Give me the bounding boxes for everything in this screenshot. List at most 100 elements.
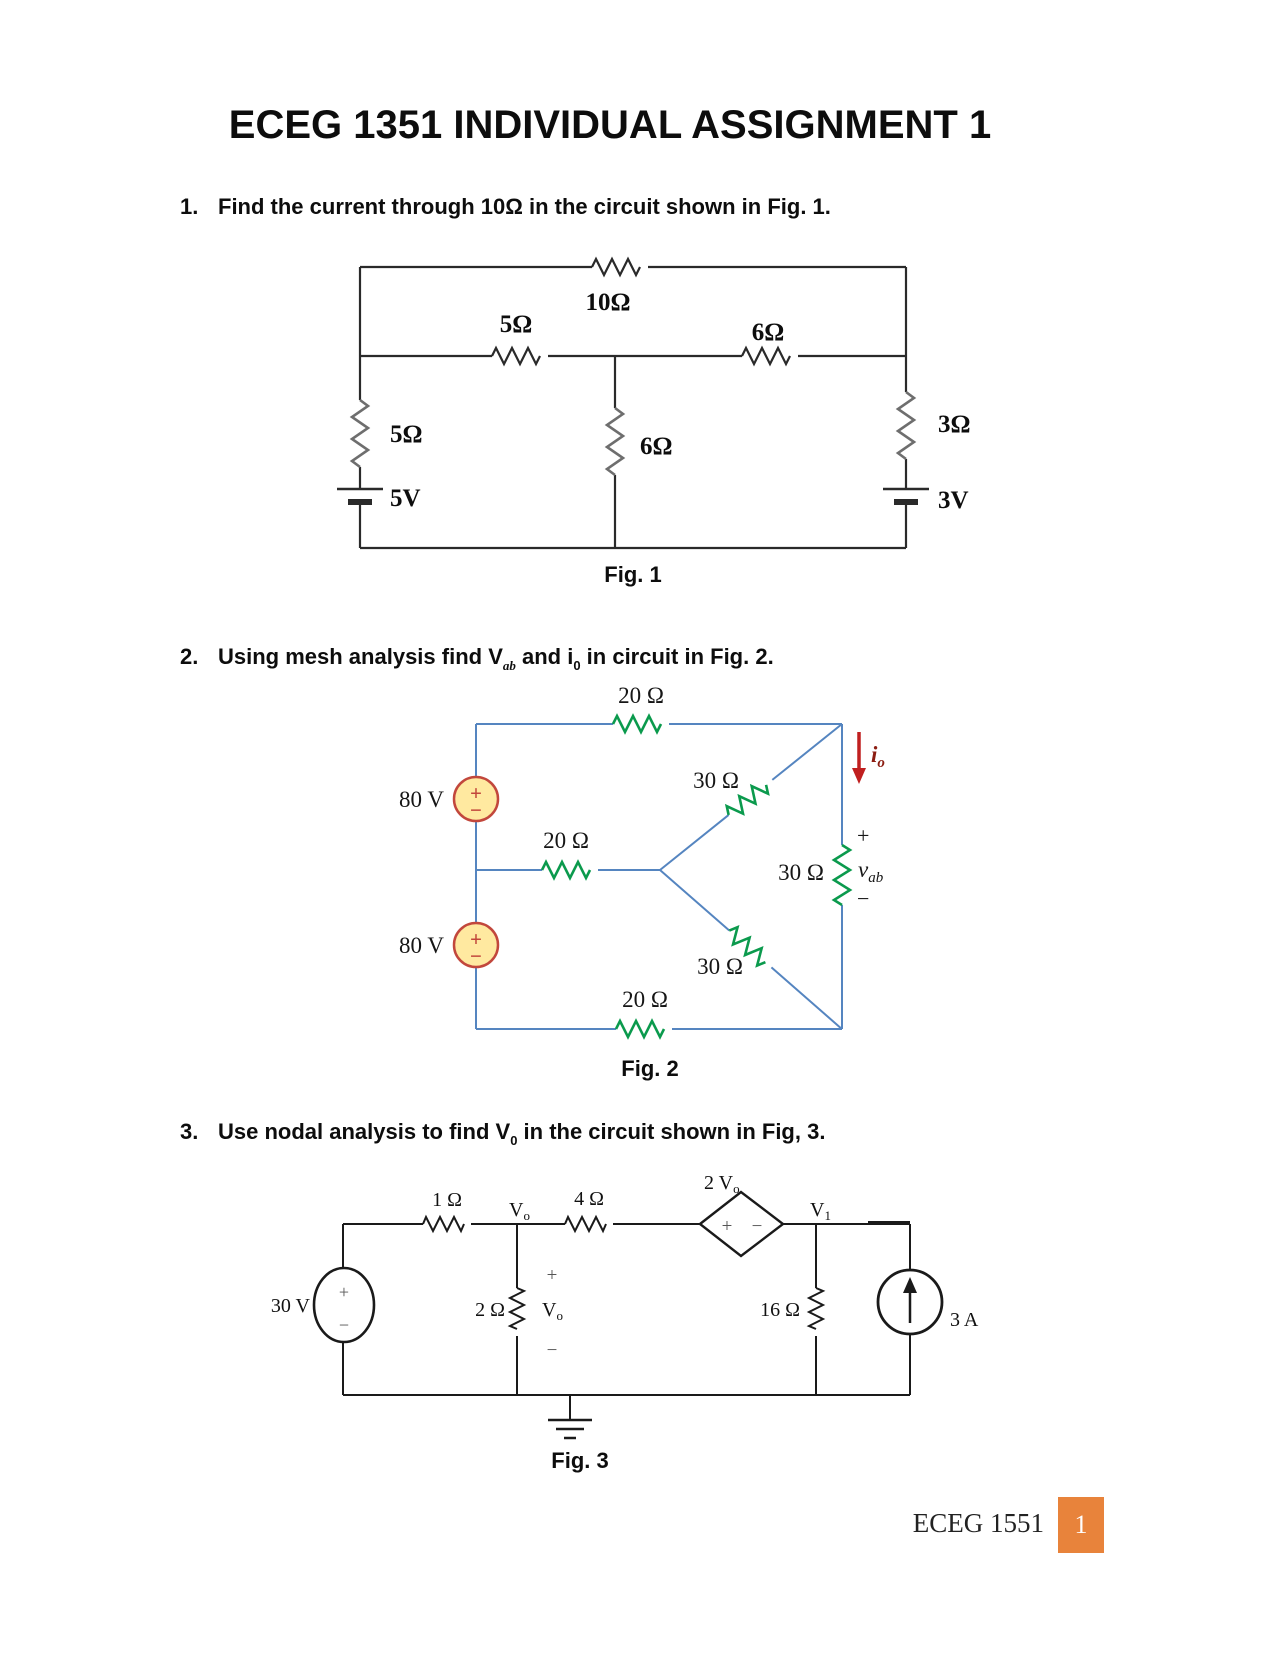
footer-course-code: ECEG 1551	[912, 1508, 1044, 1538]
fig3-label-30v: 30 V	[271, 1295, 311, 1317]
fig2-source-bottom-plus: +	[470, 927, 482, 951]
fig2-resistors	[540, 713, 853, 1040]
fig2-caption: Fig. 2	[621, 1056, 679, 1081]
fig1-resistor-6ohm-center	[604, 406, 626, 477]
fig2-sources: + − + −	[452, 775, 500, 969]
fig2-resistor-20ohm-middle	[540, 859, 592, 881]
question-2-text-b: and i	[515, 644, 574, 669]
fig3-label-branch-vo: Vo	[542, 1299, 563, 1323]
question-1-number: 1.	[180, 194, 199, 219]
fig1-resistor-3ohm-right	[895, 390, 917, 461]
fig3-wires	[342, 1221, 911, 1396]
fig2-wire-diagonal-top	[659, 723, 843, 871]
fig3-current-source-arrow-head	[903, 1277, 917, 1293]
fig1-battery-right	[883, 487, 929, 505]
question-2-text-c: in circuit in Fig. 2.	[580, 644, 774, 669]
fig3-node-vo-sub: o	[523, 1208, 530, 1223]
fig2-vab-main: v	[858, 857, 869, 882]
fig3-branch-minus: −	[547, 1340, 558, 1361]
fig1-label-3ohm: 3Ω	[938, 411, 971, 438]
question-3-number: 3.	[180, 1119, 199, 1144]
fig1-resistor-10ohm	[591, 256, 641, 278]
fig2-source-bottom-minus: −	[470, 944, 482, 968]
fig2-resistor-30ohm-diag-bottom-g	[728, 924, 766, 968]
fig2-vab-label: vab	[858, 857, 884, 886]
fig2-vab-minus: −	[857, 886, 869, 911]
question-2-text-a: Using mesh analysis find V	[218, 644, 503, 669]
fig2-source-top-plus: +	[470, 781, 482, 805]
fig2-resistor-30ohm-diag-top	[724, 783, 770, 816]
fig2-label-20ohm-bottom: 20 Ω	[622, 987, 668, 1012]
fig1-label-6ohm-h: 6Ω	[752, 319, 785, 346]
fig3-node-vo-main: V	[509, 1199, 524, 1221]
fig1-resistor-5ohm-horizontal	[491, 345, 541, 367]
question-1: 1. Find the current through 10Ω in the ci…	[180, 194, 831, 220]
fig2-vab-sub: ab	[868, 870, 884, 886]
fig3-resistor-2ohm	[507, 1287, 527, 1330]
fig1-resistor-5ohm-left	[349, 398, 371, 469]
fig1-caption: Fig. 1	[604, 562, 662, 587]
fig3-label-dep-source: 2 Vo	[704, 1172, 740, 1196]
question-2: 2.Using mesh analysis find Vab and i0 in…	[180, 644, 774, 674]
fig3-branch-vo-main: V	[542, 1299, 557, 1321]
fig3-current-source-arrow	[903, 1277, 917, 1323]
fig2-source-polarity-marks: + − + −	[470, 781, 482, 968]
question-3: 3. Use nodal analysis to find V0 in the c…	[180, 1119, 825, 1148]
fig2-resistor-20ohm-bottom	[614, 1018, 666, 1040]
fig2-resistor-30ohm-diag-bottom	[728, 924, 766, 968]
fig2-label-80v-bottom: 80 V	[399, 933, 444, 958]
fig3-labels: 1 Ω 4 Ω Vo 2 Vo + − V1 30 V + − 2 Ω + Vo…	[271, 1172, 979, 1361]
fig1-label-10ohm: 10Ω	[585, 289, 630, 316]
fig3-node-v1-sub: 1	[824, 1208, 831, 1223]
fig2-source-top-minus: −	[470, 798, 482, 822]
question-3-text-b: in the circuit shown in Fig, 3.	[517, 1119, 826, 1144]
fig2-vab-plus: +	[857, 823, 869, 848]
fig1-label-3v: 3V	[938, 487, 969, 514]
fig3-label-1ohm: 1 Ω	[432, 1189, 462, 1211]
fig3-label-16ohm: 16 Ω	[760, 1299, 800, 1321]
fig1-label-6ohm-center: 6Ω	[640, 433, 673, 460]
fig2-io-arrow-head	[852, 768, 866, 784]
fig2-label-30ohm-diag-top: 30 Ω	[693, 768, 739, 793]
fig3-circuit: 1 Ω 4 Ω Vo 2 Vo + − V1 30 V + − 2 Ω + Vo…	[271, 1172, 979, 1440]
fig1-vertical-resistors	[349, 390, 917, 477]
fig3-label-node-vo: Vo	[509, 1199, 530, 1223]
question-2-sub-0: 0	[573, 658, 581, 673]
fig2-io-arrow	[852, 732, 866, 784]
question-1-text: Find the current through 10Ω in the circ…	[218, 194, 831, 219]
fig3-node-v1-main: V	[810, 1199, 825, 1221]
fig2-label-30ohm-diag-bottom: 30 Ω	[697, 954, 743, 979]
fig3-dep-sub: o	[733, 1181, 740, 1196]
page-number-badge: 1	[1058, 1497, 1104, 1553]
fig2-label-20ohm-top: 20 Ω	[618, 683, 664, 708]
fig2-labels: 20 Ω 20 Ω 20 Ω 30 Ω 30 Ω 30 Ω 80 V 80 V …	[399, 683, 885, 1012]
fig2-io-label: io	[871, 742, 885, 771]
question-3-sub-0: 0	[510, 1133, 518, 1148]
fig1-resistor-6ohm-horizontal	[741, 345, 791, 367]
fig2-source-80v-top-circle	[452, 775, 500, 823]
fig2-source-80v-bottom-circle	[452, 921, 500, 969]
fig3-label-4ohm: 4 Ω	[574, 1188, 604, 1210]
fig1-label-5v: 5V	[390, 485, 421, 512]
fig3-dep-plus: +	[722, 1216, 733, 1237]
fig1-circuit: 10Ω 5Ω 6Ω 5Ω 5V 6Ω 3Ω 3V	[337, 256, 971, 550]
page-title: ECEG 1351 INDIVIDUAL ASSIGNMENT 1	[228, 103, 992, 147]
fig2-resistor-30ohm-right	[831, 843, 853, 907]
fig3-vsrc-minus: −	[339, 1315, 349, 1335]
fig2-resistor-30ohm-diag-top-g	[724, 783, 770, 816]
fig2-circuit: + − + − 20 Ω 20 Ω 20 Ω 30 Ω 30 Ω 30 Ω 80…	[399, 683, 885, 1040]
fig2-resistor-20ohm-top	[611, 713, 663, 735]
fig3-label-node-v1: V1	[810, 1199, 831, 1223]
fig2-wire-diagonal-bottom	[659, 869, 843, 1030]
fig3-voltage-source-30v	[312, 1266, 376, 1344]
fig3-ground	[548, 1395, 592, 1440]
fig2-label-20ohm-middle: 20 Ω	[543, 828, 589, 853]
fig2-io-sub: o	[877, 755, 885, 771]
fig3-resistor-1ohm	[422, 1214, 465, 1234]
question-3-text-a: Use nodal analysis to find V	[218, 1119, 511, 1144]
fig3-dep-main: 2 V	[704, 1172, 734, 1194]
fig3-branch-vo-sub: o	[556, 1308, 563, 1323]
fig1-labels: 10Ω 5Ω 6Ω 5Ω 5V 6Ω 3Ω 3V	[390, 289, 971, 514]
